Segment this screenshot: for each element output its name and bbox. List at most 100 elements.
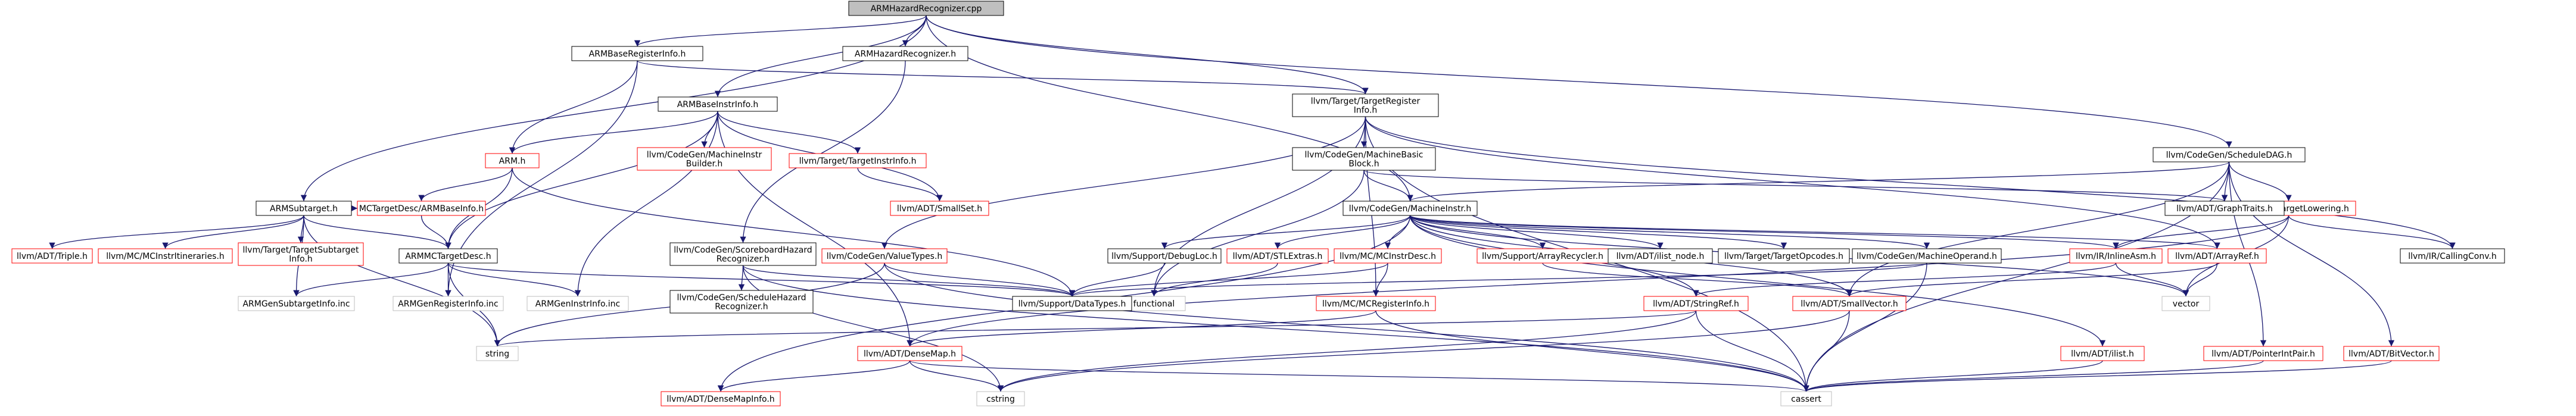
node-box-schedulehazard[interactable] bbox=[669, 290, 814, 314]
node-mcinstrdesc[interactable]: llvm/MC/MCInstrDesc.h bbox=[1334, 248, 1442, 264]
node-box-mcregisterinfo[interactable] bbox=[1316, 296, 1436, 311]
node-vector[interactable]: vector bbox=[2161, 296, 2210, 311]
node-armgensubtargetinfo[interactable]: ARMGenSubtargetInfo.inc bbox=[238, 296, 355, 311]
node-box-root[interactable] bbox=[848, 1, 1004, 16]
node-box-arrayref[interactable] bbox=[2167, 248, 2267, 264]
node-armsubtarget[interactable]: ARMSubtarget.h bbox=[256, 201, 352, 216]
node-targetinstrinfo[interactable]: llvm/Target/TargetInstrInfo.h bbox=[789, 153, 927, 168]
node-armbaseregisterinfo[interactable]: ARMBaseRegisterInfo.h bbox=[571, 46, 703, 61]
node-armbaseinstrinfo[interactable]: ARMBaseInstrInfo.h bbox=[658, 96, 778, 112]
node-box-targetinstrinfo[interactable] bbox=[789, 153, 927, 168]
node-box-triple[interactable] bbox=[11, 248, 93, 264]
node-box-smallvector[interactable] bbox=[1792, 296, 1907, 311]
node-box-armbaseregisterinfo[interactable] bbox=[571, 46, 703, 61]
node-box-densemap[interactable] bbox=[857, 346, 963, 361]
node-box-machineinstrbuilder[interactable] bbox=[637, 147, 772, 171]
node-box-callingconv[interactable] bbox=[2400, 248, 2505, 264]
node-box-bitvector[interactable] bbox=[2343, 346, 2440, 361]
edge-densemap-to-cassert bbox=[909, 360, 1809, 392]
node-box-armmctargetdesc[interactable] bbox=[398, 248, 498, 264]
node-box-armhazardrecognizer_h[interactable] bbox=[842, 46, 968, 61]
node-box-scheduledag[interactable] bbox=[2153, 147, 2306, 162]
node-stringref[interactable]: llvm/ADT/StringRef.h bbox=[1643, 296, 1749, 311]
node-functional[interactable]: functional bbox=[1122, 296, 1186, 311]
node-box-mcinstrdesc[interactable] bbox=[1334, 248, 1442, 264]
node-box-armgenregisterinfo[interactable] bbox=[393, 296, 504, 311]
node-box-pointerintpair[interactable] bbox=[2203, 346, 2323, 361]
node-smallset[interactable]: llvm/ADT/SmallSet.h bbox=[890, 201, 989, 216]
node-armmctargetdesc[interactable]: ARMMCTargetDesc.h bbox=[398, 248, 498, 264]
node-inlineasm[interactable]: llvm/IR/InlineAsm.h bbox=[2069, 248, 2163, 264]
node-box-mctargetdesc_armbaseinfo[interactable] bbox=[357, 201, 486, 216]
node-box-targetopcodes[interactable] bbox=[1718, 248, 1850, 264]
node-box-targetsubtargetinfo[interactable] bbox=[238, 242, 364, 266]
node-box-targetregisterinfo[interactable] bbox=[1292, 93, 1439, 117]
node-ilist_node[interactable]: llvm/ADT/ilist_node.h bbox=[1608, 248, 1713, 264]
node-box-debugloc[interactable] bbox=[1107, 248, 1222, 264]
node-armgenregisterinfo[interactable]: ARMGenRegisterInfo.inc bbox=[393, 296, 504, 311]
node-graphtraits[interactable]: llvm/ADT/GraphTraits.h bbox=[2164, 201, 2285, 216]
node-box-vector[interactable] bbox=[2161, 296, 2210, 311]
node-box-cstring[interactable] bbox=[976, 391, 1025, 406]
node-triple[interactable]: llvm/ADT/Triple.h bbox=[11, 248, 93, 264]
node-box-datatypes[interactable] bbox=[1012, 296, 1132, 311]
node-box-functional[interactable] bbox=[1122, 296, 1186, 311]
node-root[interactable]: ARMHazardRecognizer.cpp bbox=[848, 1, 1004, 16]
node-armhazardrecognizer_h[interactable]: ARMHazardRecognizer.h bbox=[842, 46, 968, 61]
node-scoreboardhazard[interactable]: llvm/CodeGen/ScoreboardHazardRecognizer.… bbox=[669, 242, 817, 266]
node-box-graphtraits[interactable] bbox=[2164, 201, 2285, 216]
node-box-valuetypes[interactable] bbox=[821, 248, 948, 264]
node-box-machinebasicblock[interactable] bbox=[1292, 147, 1436, 171]
node-box-stringref[interactable] bbox=[1643, 296, 1749, 311]
node-datatypes[interactable]: llvm/Support/DataTypes.h bbox=[1012, 296, 1132, 311]
node-valuetypes[interactable]: llvm/CodeGen/ValueTypes.h bbox=[821, 248, 948, 264]
node-box-stlextras[interactable] bbox=[1226, 248, 1329, 264]
node-smallvector[interactable]: llvm/ADT/SmallVector.h bbox=[1792, 296, 1907, 311]
node-box-armsubtarget[interactable] bbox=[256, 201, 352, 216]
node-mctargetdesc_armbaseinfo[interactable]: MCTargetDesc/ARMBaseInfo.h bbox=[357, 201, 486, 216]
node-box-cassert[interactable] bbox=[1780, 391, 1832, 406]
node-box-armbaseinstrinfo[interactable] bbox=[658, 96, 778, 112]
node-box-arm_h[interactable] bbox=[485, 153, 540, 168]
node-pointerintpair[interactable]: llvm/ADT/PointerIntPair.h bbox=[2203, 346, 2323, 361]
node-ilist[interactable]: llvm/ADT/ilist.h bbox=[2060, 346, 2145, 361]
node-box-machineinstr[interactable] bbox=[1342, 201, 1478, 216]
node-callingconv[interactable]: llvm/IR/CallingConv.h bbox=[2400, 248, 2505, 264]
node-box-mcinstritineraries[interactable] bbox=[98, 248, 233, 264]
node-cassert[interactable]: cassert bbox=[1780, 391, 1832, 406]
node-box-inlineasm[interactable] bbox=[2069, 248, 2163, 264]
node-machineoperand[interactable]: llvm/CodeGen/MachineOperand.h bbox=[1852, 248, 2002, 264]
node-box-armgensubtargetinfo[interactable] bbox=[238, 296, 355, 311]
edge-smallvector-to-cassert bbox=[1803, 310, 1850, 392]
node-targetopcodes[interactable]: llvm/Target/TargetOpcodes.h bbox=[1718, 248, 1850, 264]
node-box-ilist[interactable] bbox=[2060, 346, 2145, 361]
node-arrayrecycler[interactable]: llvm/Support/ArrayRecycler.h bbox=[1477, 248, 1609, 264]
node-box-ilist_node[interactable] bbox=[1608, 248, 1713, 264]
node-box-string[interactable] bbox=[476, 346, 519, 361]
node-box-scoreboardhazard[interactable] bbox=[669, 242, 817, 266]
node-box-machineoperand[interactable] bbox=[1852, 248, 2002, 264]
node-box-armgeninstrinfo[interactable] bbox=[527, 296, 629, 311]
node-box-arrayrecycler[interactable] bbox=[1477, 248, 1609, 264]
node-bitvector[interactable]: llvm/ADT/BitVector.h bbox=[2343, 346, 2440, 361]
node-debugloc[interactable]: llvm/Support/DebugLoc.h bbox=[1107, 248, 1222, 264]
node-arm_h[interactable]: ARM.h bbox=[485, 153, 540, 168]
node-densemapinfo[interactable]: llvm/ADT/DenseMapInfo.h bbox=[661, 391, 781, 406]
node-box-smallset[interactable] bbox=[890, 201, 989, 216]
node-armgeninstrinfo[interactable]: ARMGenInstrInfo.inc bbox=[527, 296, 629, 311]
node-mcinstritineraries[interactable]: llvm/MC/MCInstrItineraries.h bbox=[98, 248, 233, 264]
node-mcregisterinfo[interactable]: llvm/MC/MCRegisterInfo.h bbox=[1316, 296, 1436, 311]
node-machineinstr[interactable]: llvm/CodeGen/MachineInstr.h bbox=[1342, 201, 1478, 216]
node-arrayref[interactable]: llvm/ADT/ArrayRef.h bbox=[2167, 248, 2267, 264]
node-scheduledag[interactable]: llvm/CodeGen/ScheduleDAG.h bbox=[2153, 147, 2306, 162]
node-densemap[interactable]: llvm/ADT/DenseMap.h bbox=[857, 346, 963, 361]
node-stlextras[interactable]: llvm/ADT/STLExtras.h bbox=[1226, 248, 1329, 264]
node-box-densemapinfo[interactable] bbox=[661, 391, 781, 406]
node-cstring[interactable]: cstring bbox=[976, 391, 1025, 406]
node-string[interactable]: string bbox=[476, 346, 519, 361]
